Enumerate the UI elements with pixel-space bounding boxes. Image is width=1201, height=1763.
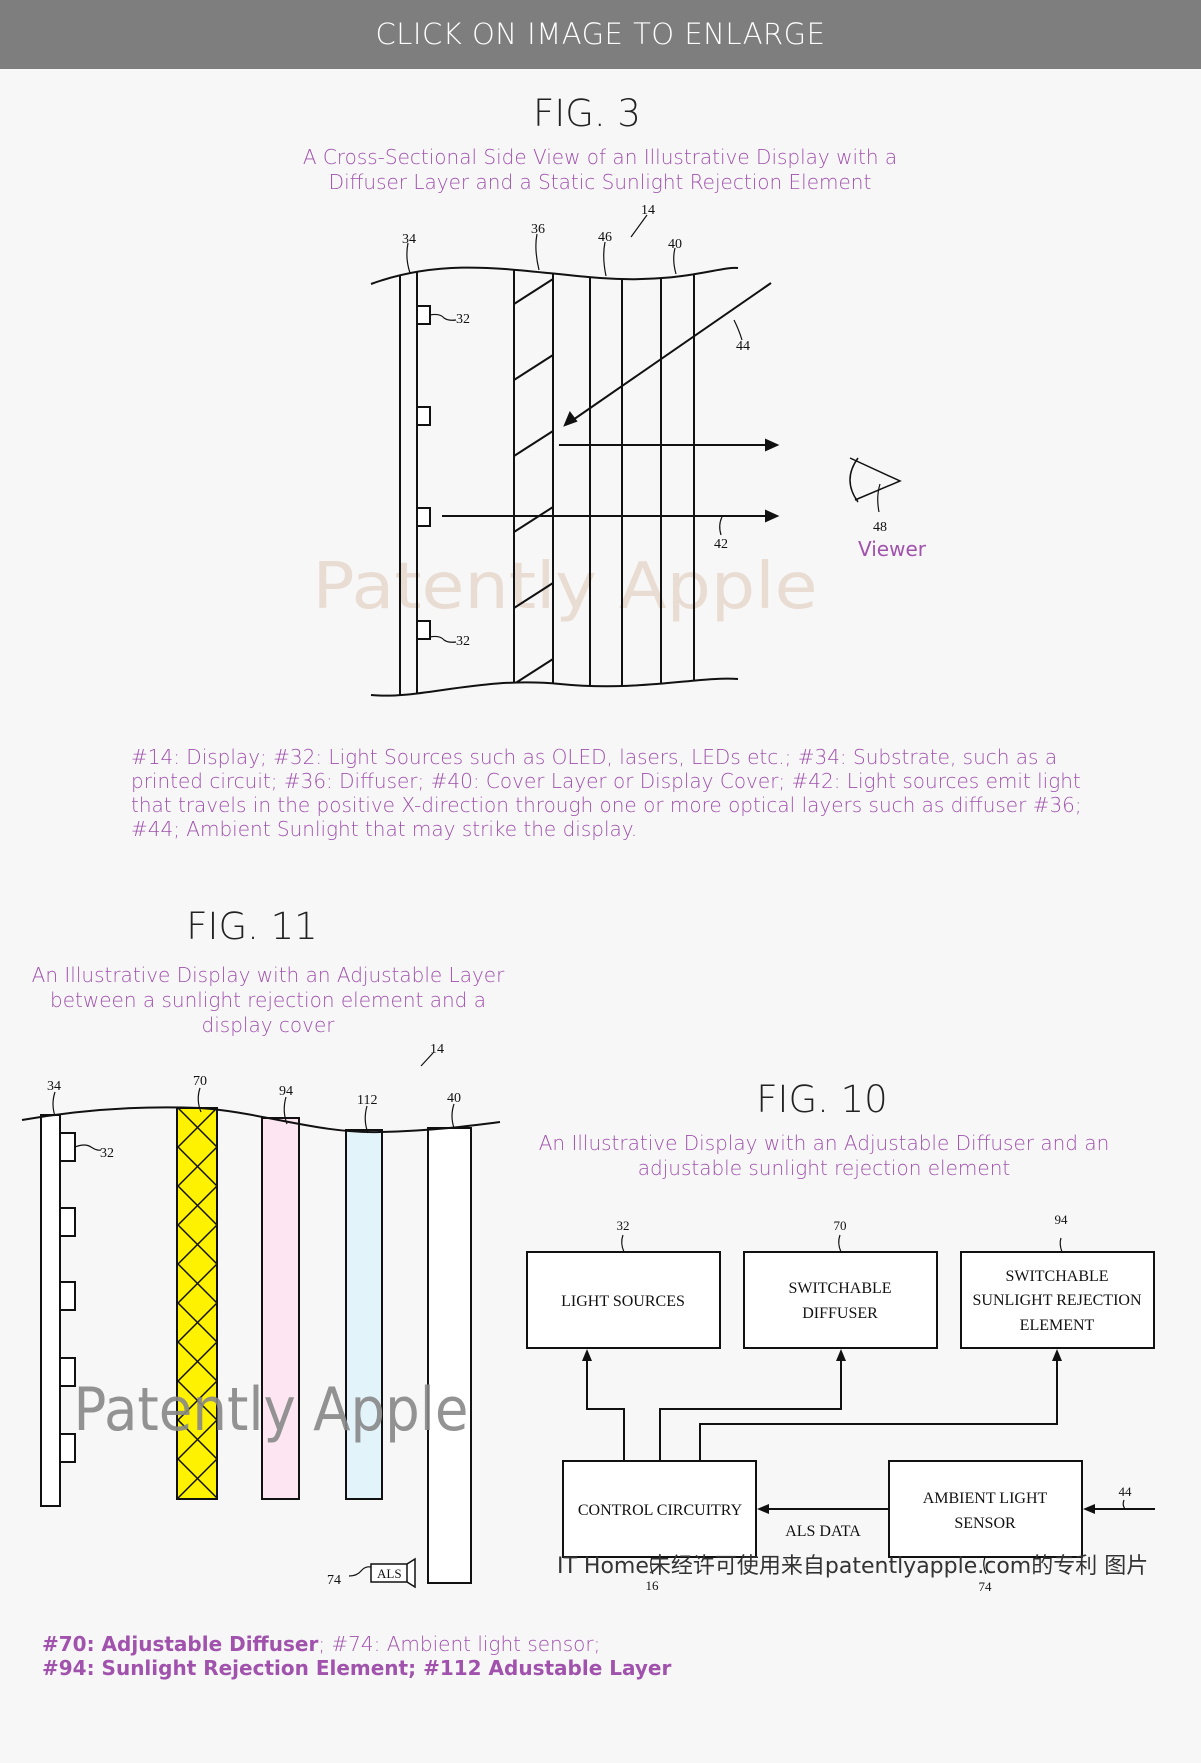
light-source-blocks — [416, 305, 431, 640]
fig11-title: FIG. 11 — [186, 905, 318, 948]
als-sensor-icon — [370, 1557, 416, 1589]
ambient-light-sensor-box — [888, 1460, 1083, 1558]
caption-line: #70: Adjustable Diffuser; #74: Ambient l… — [42, 1632, 742, 1656]
fig10-subtitle-line: An Illustrative Display with an Adjustab… — [538, 1131, 1110, 1155]
enlarge-banner[interactable]: CLICK ON IMAGE TO ENLARGE — [0, 0, 1201, 69]
switchable-diffuser-box — [743, 1251, 938, 1349]
ref-46: 46 — [598, 230, 612, 245]
box-label: SENSOR — [954, 1515, 1016, 1532]
ref-36: 36 — [531, 222, 545, 237]
box-label: CONTROL CIRCUITRY — [578, 1502, 743, 1519]
fig11-caption: #70: Adjustable Diffuser; #74: Ambient l… — [42, 1632, 742, 1680]
ref-74: 74 — [327, 1573, 341, 1588]
fig10-title: FIG. 10 — [756, 1078, 888, 1121]
ref-40: 40 — [447, 1091, 461, 1106]
ref-94: 94 — [1055, 1212, 1069, 1227]
viewer-eye-icon — [849, 457, 902, 503]
ref-70: 70 — [834, 1218, 847, 1233]
ref-44: 44 — [1119, 1484, 1133, 1499]
caption-line: #14: Display; #32: Light Sources such as… — [131, 745, 1058, 769]
fig3-subtitle-line: Diffuser Layer and a Static Sunlight Rej… — [328, 170, 872, 194]
ref-32: 32 — [617, 1218, 630, 1233]
ref-74: 74 — [979, 1579, 993, 1594]
ref-48: 48 — [873, 520, 887, 535]
fig10-subtitle-line: adjustable sunlight rejection element — [637, 1156, 1011, 1180]
viewer-label: Viewer — [858, 537, 927, 561]
footer-note: IT Home未经许可使用来自patentlyapple.com的专利 图片 — [557, 1554, 1149, 1579]
ref-16: 16 — [646, 1578, 660, 1593]
ref-14: 14 — [641, 203, 655, 218]
box-label: SUNLIGHT REJECTION — [972, 1292, 1141, 1309]
fig3-subtitle-line: A Cross-Sectional Side View of an Illust… — [302, 145, 898, 169]
fig10-subtitle: An Illustrative Display with an Adjustab… — [514, 1131, 1134, 1181]
fig11-subtitle-line: An Illustrative Display with an Adjustab… — [31, 963, 505, 987]
switchable-rejection-box — [960, 1251, 1155, 1349]
box-label: LIGHT SOURCES — [561, 1293, 685, 1310]
control-circuitry-box — [562, 1460, 757, 1558]
caption-line: that travels in the positive X-direction… — [131, 793, 1082, 817]
caption-bold: #94: Sunlight Rejection Element; #112 Ad… — [42, 1656, 672, 1680]
ref-34: 34 — [47, 1079, 61, 1094]
fig3-watermark: Patently Apple — [313, 550, 818, 624]
box-label: ELEMENT — [1020, 1317, 1095, 1334]
box-label: DIFFUSER — [802, 1305, 878, 1322]
ref-94: 94 — [279, 1084, 293, 1099]
fig11-subtitle: An Illustrative Display with an Adjustab… — [18, 963, 518, 1038]
ref-14: 14 — [430, 1042, 444, 1057]
ref-42: 42 — [714, 537, 728, 552]
ref-32: 32 — [456, 312, 470, 327]
fig11-watermark: Patently Apple — [74, 1375, 469, 1445]
fig11-subtitle-line: between a sunlight rejection element and… — [50, 988, 486, 1012]
box-label: SWITCHABLE — [1005, 1268, 1108, 1285]
fig3-title: FIG. 3 — [533, 92, 641, 135]
als-data-label: ALS DATA — [785, 1523, 861, 1540]
caption-line: #44; Ambient Sunlight that may strike th… — [131, 817, 638, 841]
fig3-subtitle: A Cross-Sectional Side View of an Illust… — [250, 145, 950, 195]
ref-34: 34 — [402, 232, 416, 247]
light-arrows — [442, 282, 780, 523]
fig3-caption: #14: Display; #32: Light Sources such as… — [131, 745, 1131, 841]
ref-70: 70 — [193, 1074, 207, 1089]
ref-32: 32 — [456, 634, 470, 649]
box-label: AMBIENT LIGHT — [923, 1490, 1048, 1507]
adjustable-layer — [345, 1129, 383, 1500]
sunlight-rejection-layer — [261, 1117, 300, 1500]
ref-44: 44 — [736, 339, 750, 354]
ref-40: 40 — [668, 237, 682, 252]
display-cover-layer — [427, 1127, 472, 1584]
fig3-layers — [399, 267, 695, 696]
connection-lines — [586, 1354, 1155, 1510]
fig11-subtitle-line: display cover — [201, 1013, 335, 1037]
caption-bold: #70: Adjustable Diffuser — [42, 1632, 319, 1656]
ref-32: 32 — [100, 1146, 114, 1161]
caption-text: ; #74: Ambient light sensor; — [318, 1632, 601, 1656]
caption-line: #94: Sunlight Rejection Element; #112 Ad… — [42, 1656, 742, 1680]
caption-line: printed circuit; #36: Diffuser; #40: Cov… — [131, 769, 1081, 793]
als-label: ALS — [377, 1566, 402, 1581]
box-label: SWITCHABLE — [788, 1280, 891, 1297]
light-sources-box — [526, 1251, 721, 1349]
ref-112: 112 — [357, 1093, 377, 1108]
